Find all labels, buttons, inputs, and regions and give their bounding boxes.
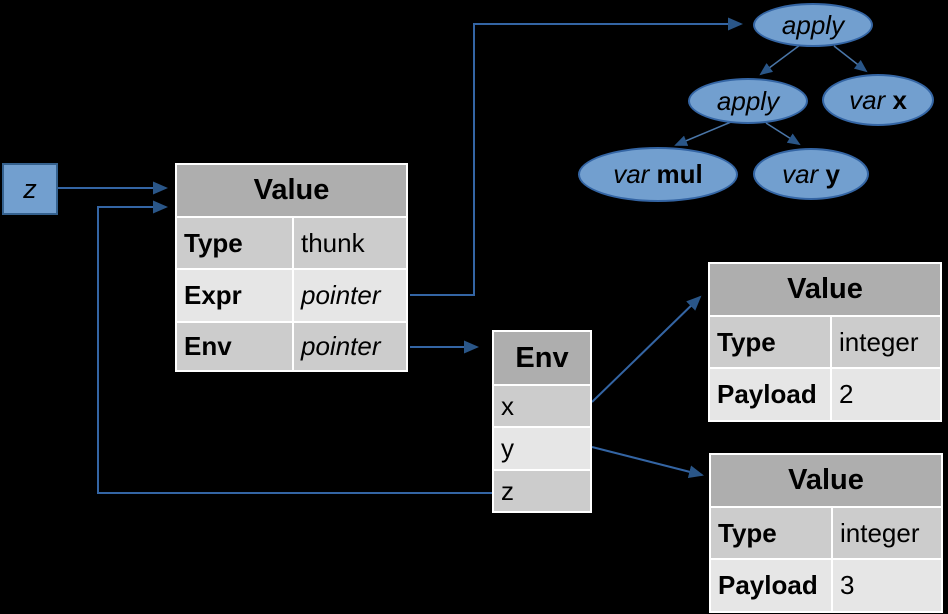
arrow-env-x-to-value xyxy=(591,295,702,403)
int-value-table-y-title: Value xyxy=(711,455,941,506)
thunk-expr-value: pointer xyxy=(294,270,406,321)
int-value-table-x-title: Value xyxy=(710,264,940,315)
thunk-env-label: Env xyxy=(177,323,292,370)
z-reference-label: z xyxy=(23,173,37,204)
tree-node-var-mul: var mul xyxy=(578,147,738,202)
tree-node-var-x-name: x xyxy=(892,84,907,115)
int-value-table-y: Value Type integer Payload 3 xyxy=(709,453,943,613)
tree-node-var-y-name: y xyxy=(825,158,840,189)
tree-node-var-mul-keyword: var xyxy=(613,159,657,189)
int-value-table-x: Value Type integer Payload 2 xyxy=(708,262,942,422)
int-y-type-value: integer xyxy=(833,508,941,558)
int-y-payload-label: Payload xyxy=(711,560,831,611)
z-reference-box: z xyxy=(2,163,58,215)
env-table: Env x y z xyxy=(492,330,592,513)
thunk-env-value: pointer xyxy=(294,323,406,370)
tree-node-var-y-keyword: var xyxy=(782,158,826,189)
thunk-value-table-title: Value xyxy=(177,165,406,216)
arrow-env-z-to-thunk xyxy=(97,200,492,494)
env-entry-y: y xyxy=(494,428,590,469)
tree-node-var-x: var x xyxy=(822,74,934,126)
arrow-env-y-to-value xyxy=(591,446,704,479)
thunk-value-table: Value Type thunk Expr pointer Env pointe… xyxy=(175,163,408,372)
tree-node-apply-inner-label: apply xyxy=(716,85,780,116)
env-table-title: Env xyxy=(494,332,590,384)
int-x-payload-value: 2 xyxy=(832,369,940,420)
edge-root-to-var-x xyxy=(833,45,868,73)
tree-node-var-mul-name: mul xyxy=(656,159,703,189)
tree-node-apply-root-label: apply xyxy=(781,9,845,40)
int-x-payload-label: Payload xyxy=(710,369,830,420)
tree-node-var-y: var y xyxy=(753,148,869,200)
env-entry-z: z xyxy=(494,471,590,511)
edge-root-to-apply2 xyxy=(759,44,801,76)
int-x-type-value: integer xyxy=(832,317,940,367)
thunk-type-label: Type xyxy=(177,218,292,268)
tree-node-apply-inner: apply xyxy=(688,78,808,124)
env-entry-x: x xyxy=(494,386,590,426)
edge-apply2-to-var-y xyxy=(765,122,801,146)
tree-node-apply-root: apply xyxy=(753,3,873,47)
tree-node-var-x-keyword: var xyxy=(849,84,893,115)
edge-apply2-to-var-mul xyxy=(674,121,732,146)
thunk-expr-label: Expr xyxy=(177,270,292,321)
int-x-type-label: Type xyxy=(710,317,830,367)
thunk-type-value: thunk xyxy=(294,218,406,268)
arrow-expr-to-tree xyxy=(410,17,743,296)
int-y-payload-value: 3 xyxy=(833,560,941,611)
int-y-type-label: Type xyxy=(711,508,831,558)
